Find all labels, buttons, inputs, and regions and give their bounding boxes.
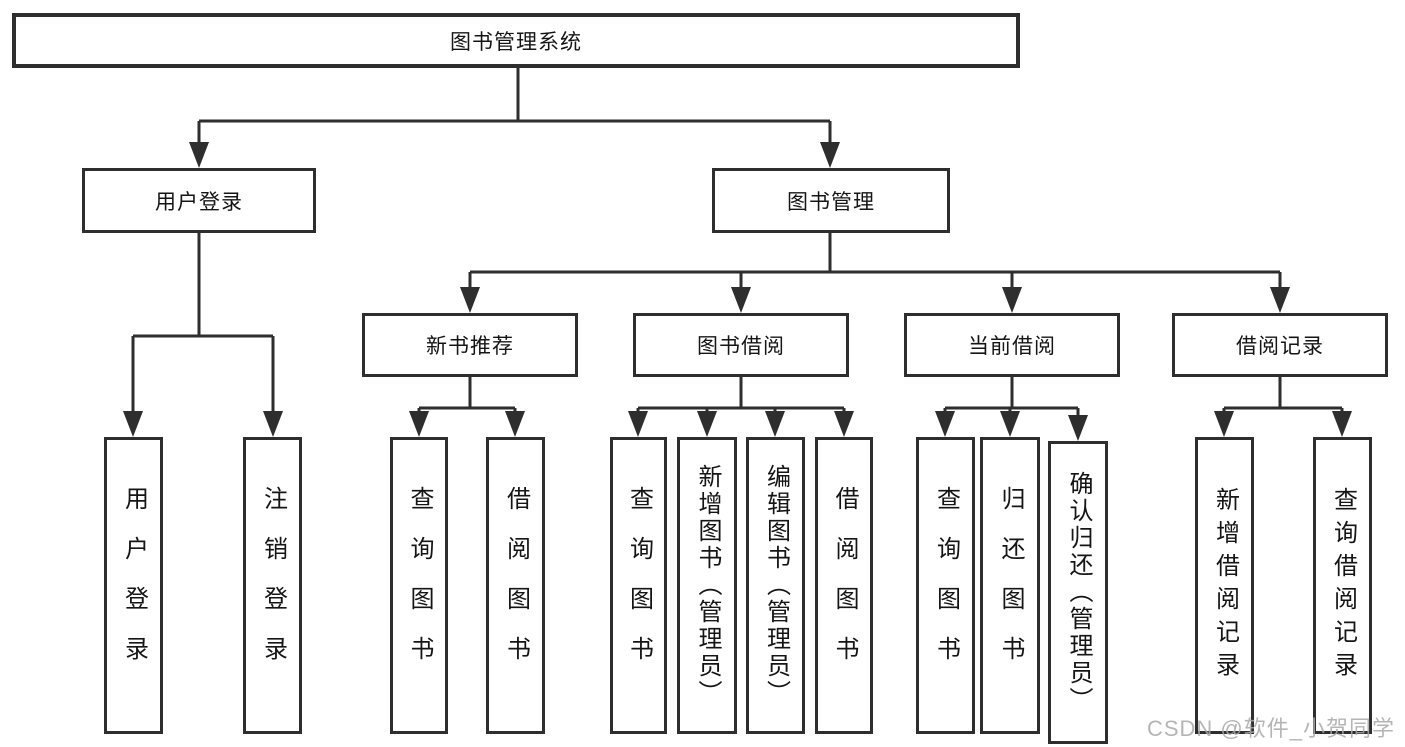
node-library-management-system: 图书管理系统 xyxy=(12,13,1020,68)
leaf-label: 查询图书 xyxy=(932,485,960,686)
leaf-logout: 注销登录 xyxy=(243,437,302,734)
leaf-return-book: 归还图书 xyxy=(980,437,1040,734)
node-user-login: 用户登录 xyxy=(82,168,316,233)
leaf-label: 新增借阅记录 xyxy=(1211,486,1239,685)
leaf-label: 确认归还（管理员） xyxy=(1065,471,1092,714)
leaf-query-borrowing-record: 查询借阅记录 xyxy=(1313,437,1372,734)
leaf-edit-book-admin: 编辑图书（管理员） xyxy=(746,437,805,734)
leaf-confirm-return-admin: 确认归还（管理员） xyxy=(1048,441,1108,744)
leaf-borrow-books-recommend: 借阅图书 xyxy=(486,437,545,734)
leaf-label: 查询借阅记录 xyxy=(1329,486,1357,685)
leaf-label: 新增图书（管理员） xyxy=(694,464,721,707)
leaf-query-books-current: 查询图书 xyxy=(916,437,975,734)
node-borrowing-records: 借阅记录 xyxy=(1172,313,1388,377)
leaf-add-borrowing-record: 新增借阅记录 xyxy=(1195,437,1254,734)
leaf-label: 借阅图书 xyxy=(502,485,530,686)
leaf-label: 编辑图书（管理员） xyxy=(762,464,790,707)
leaf-label: 用户登录 xyxy=(120,485,148,686)
node-book-management: 图书管理 xyxy=(712,168,950,233)
node-label: 用户登录 xyxy=(155,190,243,214)
node-current-borrowing: 当前借阅 xyxy=(904,313,1120,377)
node-label: 当前借阅 xyxy=(968,335,1056,358)
leaf-label: 查询图书 xyxy=(406,485,433,686)
leaf-query-books-recommend: 查询图书 xyxy=(390,437,448,734)
node-label: 图书管理 xyxy=(787,190,875,214)
leaf-query-books-borrow: 查询图书 xyxy=(610,437,667,734)
node-book-borrowing: 图书借阅 xyxy=(633,313,849,377)
node-label: 图书管理系统 xyxy=(450,30,582,54)
node-label: 借阅记录 xyxy=(1236,335,1324,358)
node-label: 新书推荐 xyxy=(426,335,514,358)
node-new-book-recommendation: 新书推荐 xyxy=(362,313,578,377)
leaf-label: 注销登录 xyxy=(259,485,287,686)
node-label: 图书借阅 xyxy=(697,335,785,358)
csdn-watermark: CSDN @软件_小贺同学 xyxy=(1146,716,1395,741)
leaf-add-book-admin: 新增图书（管理员） xyxy=(677,437,737,734)
leaf-borrow-books: 借阅图书 xyxy=(815,437,873,734)
leaf-label: 借阅图书 xyxy=(831,485,858,686)
leaf-label: 查询图书 xyxy=(625,485,653,686)
leaf-user-login: 用户登录 xyxy=(104,437,163,734)
leaf-label: 归还图书 xyxy=(997,485,1024,686)
